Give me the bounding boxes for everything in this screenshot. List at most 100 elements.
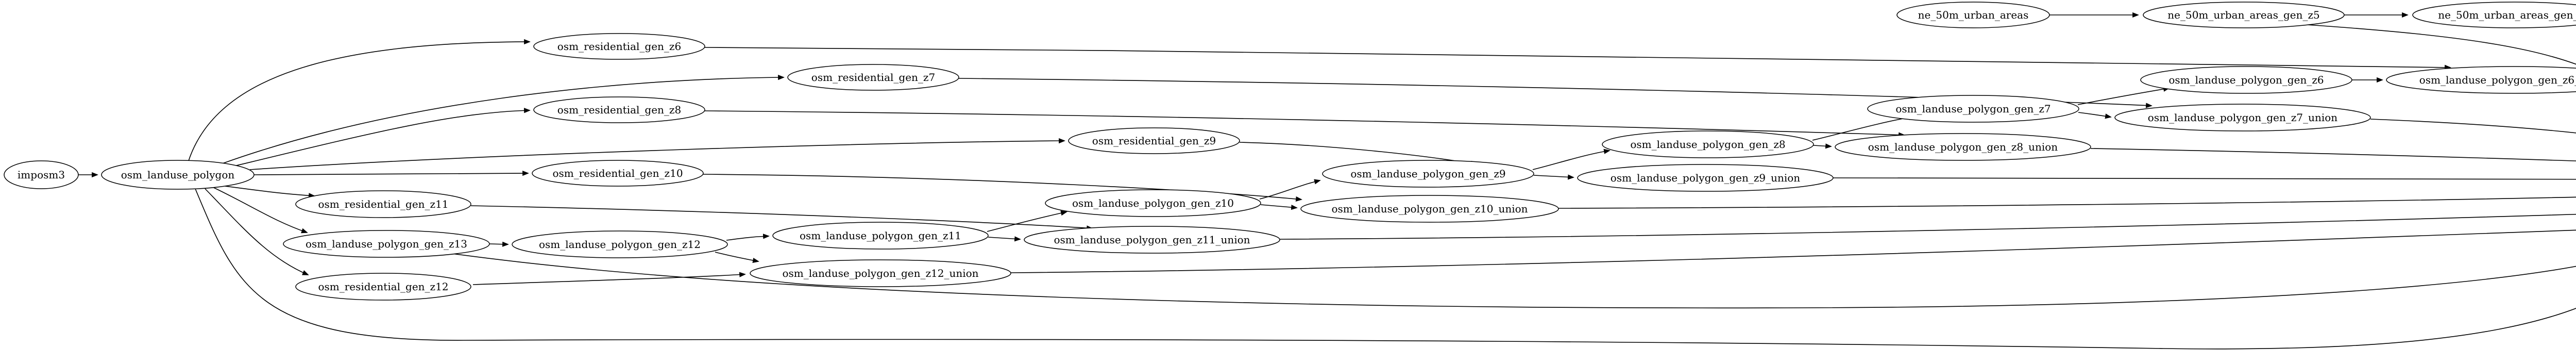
edge-osm_landuse_polygon_gen_z11_union--to--layer_landuse_z11: [1279, 213, 2576, 240]
node-osm_landuse_polygon_gen_z9: osm_landuse_polygon_gen_z9: [1322, 160, 1534, 188]
node-ellipse-osm_residential_gen_z8: [533, 96, 705, 123]
node-label-ne_50m_urban_areas_gen_z4: ne_50m_urban_areas_gen_z4: [2438, 9, 2576, 21]
node-label-osm_landuse_polygon_gen_z13: osm_landuse_polygon_gen_z13: [306, 238, 467, 250]
edge-osm_landuse_polygon--to--osm_residential_gen_z9: [249, 138, 1065, 170]
node-ellipse-osm_landuse_polygon_gen_z6_union: [2386, 66, 2576, 94]
edge-osm_landuse_polygon_gen_z12_union--to--layer_landuse_z12: [1010, 229, 2576, 273]
edge-osm_landuse_polygon--to--osm_landuse_polygon_gen_z13: [213, 187, 308, 234]
node-ellipse-osm_landuse_polygon_gen_z12: [512, 230, 728, 258]
node-osm_landuse_polygon_gen_z10_union: osm_landuse_polygon_gen_z10_union: [1300, 195, 1559, 223]
node-label-osm_landuse_polygon_gen_z6_union: osm_landuse_polygon_gen_z6_union: [2419, 74, 2576, 86]
node-label-imposm3: imposm3: [18, 169, 65, 181]
node-label-osm_residential_gen_z12: osm_residential_gen_z12: [318, 280, 448, 293]
node-ellipse-osm_landuse_polygon_gen_z10: [1045, 189, 1261, 217]
node-osm_landuse_polygon_gen_z8_union: osm_landuse_polygon_gen_z8_union: [1835, 133, 2091, 161]
node-osm_residential_gen_z9: osm_residential_gen_z9: [1068, 127, 1240, 154]
node-ellipse-osm_landuse_polygon_gen_z8_union: [1835, 133, 2091, 161]
edge-osm_landuse_polygon_gen_z10--to--osm_landuse_polygon_gen_z9: [1259, 179, 1321, 200]
node-imposm3: imposm3: [4, 160, 79, 189]
node-ellipse-osm_landuse_polygon_gen_z7_union: [2114, 104, 2371, 131]
edge-osm_landuse_polygon_gen_z11--to--osm_landuse_polygon_gen_z11_union: [988, 236, 1021, 242]
edge-osm_landuse_polygon_gen_z9--to--osm_landuse_polygon_gen_z8: [1532, 148, 1611, 170]
node-osm_landuse_polygon_gen_z9_union: osm_landuse_polygon_gen_z9_union: [1577, 164, 1834, 192]
node-osm_residential_gen_z12: osm_residential_gen_z12: [295, 273, 471, 301]
edge-osm_landuse_polygon_gen_z12--to--osm_landuse_polygon_gen_z11: [726, 234, 770, 241]
node-ellipse-osm_residential_gen_z11: [295, 190, 471, 218]
node-label-osm_landuse_polygon_gen_z11_union: osm_landuse_polygon_gen_z11_union: [1054, 234, 1250, 246]
nodes-layer: imposm3 osm_landuse_polygon osm_residentia…: [4, 2, 2576, 301]
edge-osm_landuse_polygon_gen_z10_union--to--layer_landuse_z10: [1558, 196, 2576, 209]
edge-osm_landuse_polygon--to--osm_residential_gen_z6: [188, 39, 531, 161]
node-ellipse-osm_residential_gen_z7: [787, 64, 959, 91]
node-osm_landuse_polygon_gen_z11_union: osm_landuse_polygon_gen_z11_union: [1024, 226, 1280, 254]
node-ne_50m_urban_areas_gen_z5: ne_50m_urban_areas_gen_z5: [2143, 2, 2345, 28]
edge-osm_residential_gen_z6--to--osm_landuse_polygon_gen_z6_union: [704, 47, 2451, 70]
node-ellipse-imposm3: [4, 160, 79, 189]
node-osm_landuse_polygon_gen_z8: osm_landuse_polygon_gen_z8: [1602, 130, 1814, 158]
node-label-osm_landuse_polygon_gen_z8: osm_landuse_polygon_gen_z8: [1630, 138, 1785, 151]
node-label-osm_residential_gen_z7: osm_residential_gen_z7: [811, 71, 935, 84]
node-label-osm_landuse_polygon_gen_z9_union: osm_landuse_polygon_gen_z9_union: [1611, 172, 1800, 184]
node-label-ne_50m_urban_areas: ne_50m_urban_areas: [1918, 9, 2029, 21]
node-label-osm_landuse_polygon_gen_z10: osm_landuse_polygon_gen_z10: [1072, 197, 1234, 209]
node-label-osm_landuse_polygon_gen_z12: osm_landuse_polygon_gen_z12: [539, 238, 701, 251]
node-label-osm_landuse_polygon_gen_z12_union: osm_landuse_polygon_gen_z12_union: [782, 267, 978, 279]
node-ellipse-osm_residential_gen_z6: [533, 33, 705, 60]
node-label-osm_landuse_polygon_gen_z9: osm_landuse_polygon_gen_z9: [1350, 168, 1505, 180]
edge-osm_landuse_polygon_gen_z10--to--osm_landuse_polygon_gen_z10_union: [1260, 204, 1298, 210]
node-label-osm_residential_gen_z11: osm_residential_gen_z11: [318, 198, 448, 210]
edge-osm_landuse_polygon_gen_z9--to--osm_landuse_polygon_gen_z9_union: [1533, 174, 1574, 180]
edge-osm_landuse_polygon_gen_z7--to--osm_landuse_polygon_gen_z6: [2077, 86, 2170, 105]
node-ellipse-osm_landuse_polygon_gen_z10_union: [1300, 195, 1559, 223]
node-label-osm_landuse_polygon_gen_z10_union: osm_landuse_polygon_gen_z10_union: [1331, 203, 1528, 215]
edge-osm_landuse_polygon--to--osm_residential_gen_z12: [205, 188, 309, 275]
node-osm_landuse_polygon_gen_z6_union: osm_landuse_polygon_gen_z6_union: [2386, 66, 2576, 94]
node-ellipse-ne_50m_urban_areas_gen_z4: [2412, 2, 2576, 28]
node-label-osm_residential_gen_z10: osm_residential_gen_z10: [552, 167, 683, 179]
node-label-ne_50m_urban_areas_gen_z5: ne_50m_urban_areas_gen_z5: [2167, 9, 2319, 21]
node-ellipse-osm_residential_gen_z12: [295, 273, 471, 301]
node-osm_landuse_polygon_gen_z12: osm_landuse_polygon_gen_z12: [512, 230, 728, 258]
node-osm_landuse_polygon_gen_z11: osm_landuse_polygon_gen_z11: [772, 222, 989, 250]
edge-osm_landuse_polygon--to--osm_residential_gen_z8: [234, 108, 531, 167]
edge-osm_landuse_polygon_gen_z11--to--osm_landuse_polygon_gen_z10: [987, 210, 1067, 232]
node-label-osm_landuse_polygon_gen_z7_union: osm_landuse_polygon_gen_z7_union: [2148, 111, 2337, 124]
node-ellipse-osm_landuse_polygon_gen_z9_union: [1577, 164, 1834, 192]
edge-osm_residential_gen_z10--to--osm_landuse_polygon_gen_z10_union: [703, 174, 1302, 202]
node-ne_50m_urban_areas_gen_z4: ne_50m_urban_areas_gen_z4: [2412, 2, 2576, 28]
edge-osm_landuse_polygon--to--osm_residential_gen_z10: [253, 170, 529, 176]
node-ellipse-osm_residential_gen_z10: [532, 160, 704, 187]
edge-osm_landuse_polygon_gen_z12--to--osm_landuse_polygon_gen_z12_union: [715, 252, 759, 263]
node-ellipse-osm_landuse_polygon_gen_z7: [1867, 95, 2079, 123]
node-label-osm_residential_gen_z6: osm_residential_gen_z6: [557, 40, 681, 53]
node-osm_residential_gen_z10: osm_residential_gen_z10: [532, 160, 704, 187]
node-osm_residential_gen_z6: osm_residential_gen_z6: [533, 33, 705, 60]
edge-osm_landuse_polygon_gen_z7--to--osm_landuse_polygon_gen_z7_union: [2078, 112, 2112, 119]
node-ellipse-osm_residential_gen_z9: [1068, 127, 1240, 154]
node-osm_landuse_polygon: osm_landuse_polygon: [101, 160, 255, 190]
node-ellipse-osm_landuse_polygon_gen_z6: [2140, 66, 2352, 94]
node-ellipse-osm_landuse_polygon_gen_z11_union: [1024, 226, 1280, 254]
node-label-osm_landuse_polygon_gen_z6: osm_landuse_polygon_gen_z6: [2168, 74, 2324, 86]
node-label-osm_landuse_polygon_gen_z7: osm_landuse_polygon_gen_z7: [1895, 103, 2050, 115]
node-ellipse-osm_landuse_polygon_gen_z13: [283, 230, 490, 258]
edge-osm_landuse_polygon--to--osm_residential_gen_z11: [225, 186, 315, 198]
node-ellipse-osm_landuse_polygon: [101, 160, 255, 190]
node-osm_landuse_polygon_gen_z13: osm_landuse_polygon_gen_z13: [283, 230, 490, 258]
node-label-osm_landuse_polygon_gen_z11: osm_landuse_polygon_gen_z11: [800, 229, 961, 242]
edge-osm_landuse_polygon--to--layer_landuse_z14plus: [195, 188, 2576, 350]
edges-layer: [78, 12, 2576, 350]
node-ellipse-ne_50m_urban_areas: [1896, 2, 2050, 28]
edge-osm_landuse_polygon_gen_z7_union--to--layer_landuse_z7: [2370, 119, 2576, 134]
edge-osm_landuse_polygon_gen_z9_union--to--layer_landuse_z9: [1833, 177, 2576, 180]
node-osm_residential_gen_z8: osm_residential_gen_z8: [533, 96, 705, 123]
node-ellipse-osm_landuse_polygon_gen_z8: [1602, 130, 1814, 158]
node-osm_landuse_polygon_gen_z7_union: osm_landuse_polygon_gen_z7_union: [2114, 104, 2371, 131]
edge-osm_residential_gen_z11--to--osm_landuse_polygon_gen_z11_union: [470, 205, 1093, 231]
node-label-osm_landuse_polygon_gen_z8_union: osm_landuse_polygon_gen_z8_union: [1868, 141, 2058, 153]
node-osm_landuse_polygon_gen_z6: osm_landuse_polygon_gen_z6: [2140, 66, 2352, 94]
node-osm_landuse_polygon_gen_z7: osm_landuse_polygon_gen_z7: [1867, 95, 2079, 123]
node-ellipse-osm_landuse_polygon_gen_z11: [772, 222, 989, 250]
